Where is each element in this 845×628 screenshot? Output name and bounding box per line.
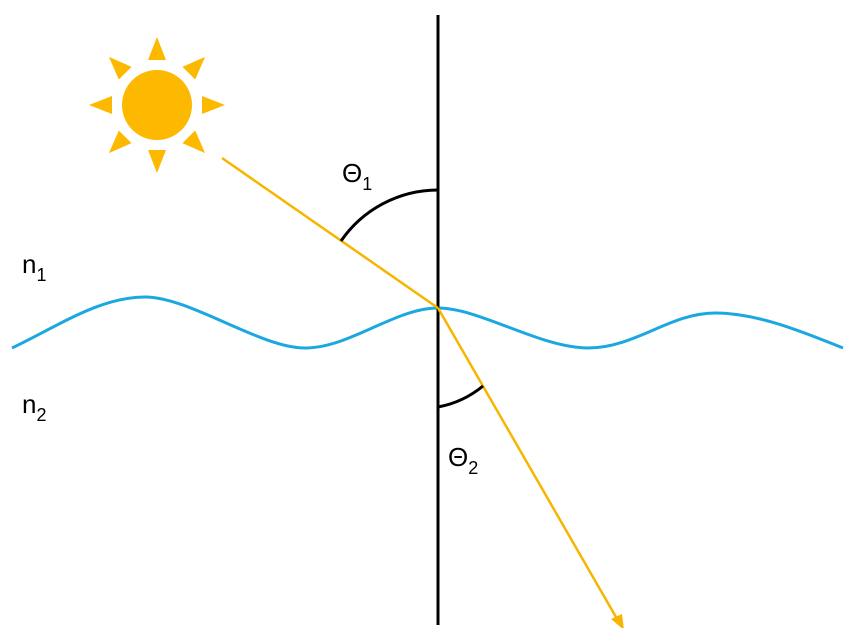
refracted-ray-arrowhead [611, 614, 624, 628]
water-surface-wave [11, 295, 844, 350]
angle-arc-theta1 [339, 188, 439, 242]
label-theta2: Θ2 [448, 442, 478, 478]
sun-rays [89, 37, 225, 173]
sun-icon [89, 37, 225, 173]
sun-disc [122, 70, 192, 140]
angle-arc-theta2 [437, 384, 484, 409]
label-theta1: Θ1 [342, 158, 372, 194]
incident-ray [221, 156, 439, 310]
refracted-ray [436, 307, 622, 625]
label-n2: n2 [22, 389, 46, 425]
label-n1: n1 [22, 249, 46, 285]
